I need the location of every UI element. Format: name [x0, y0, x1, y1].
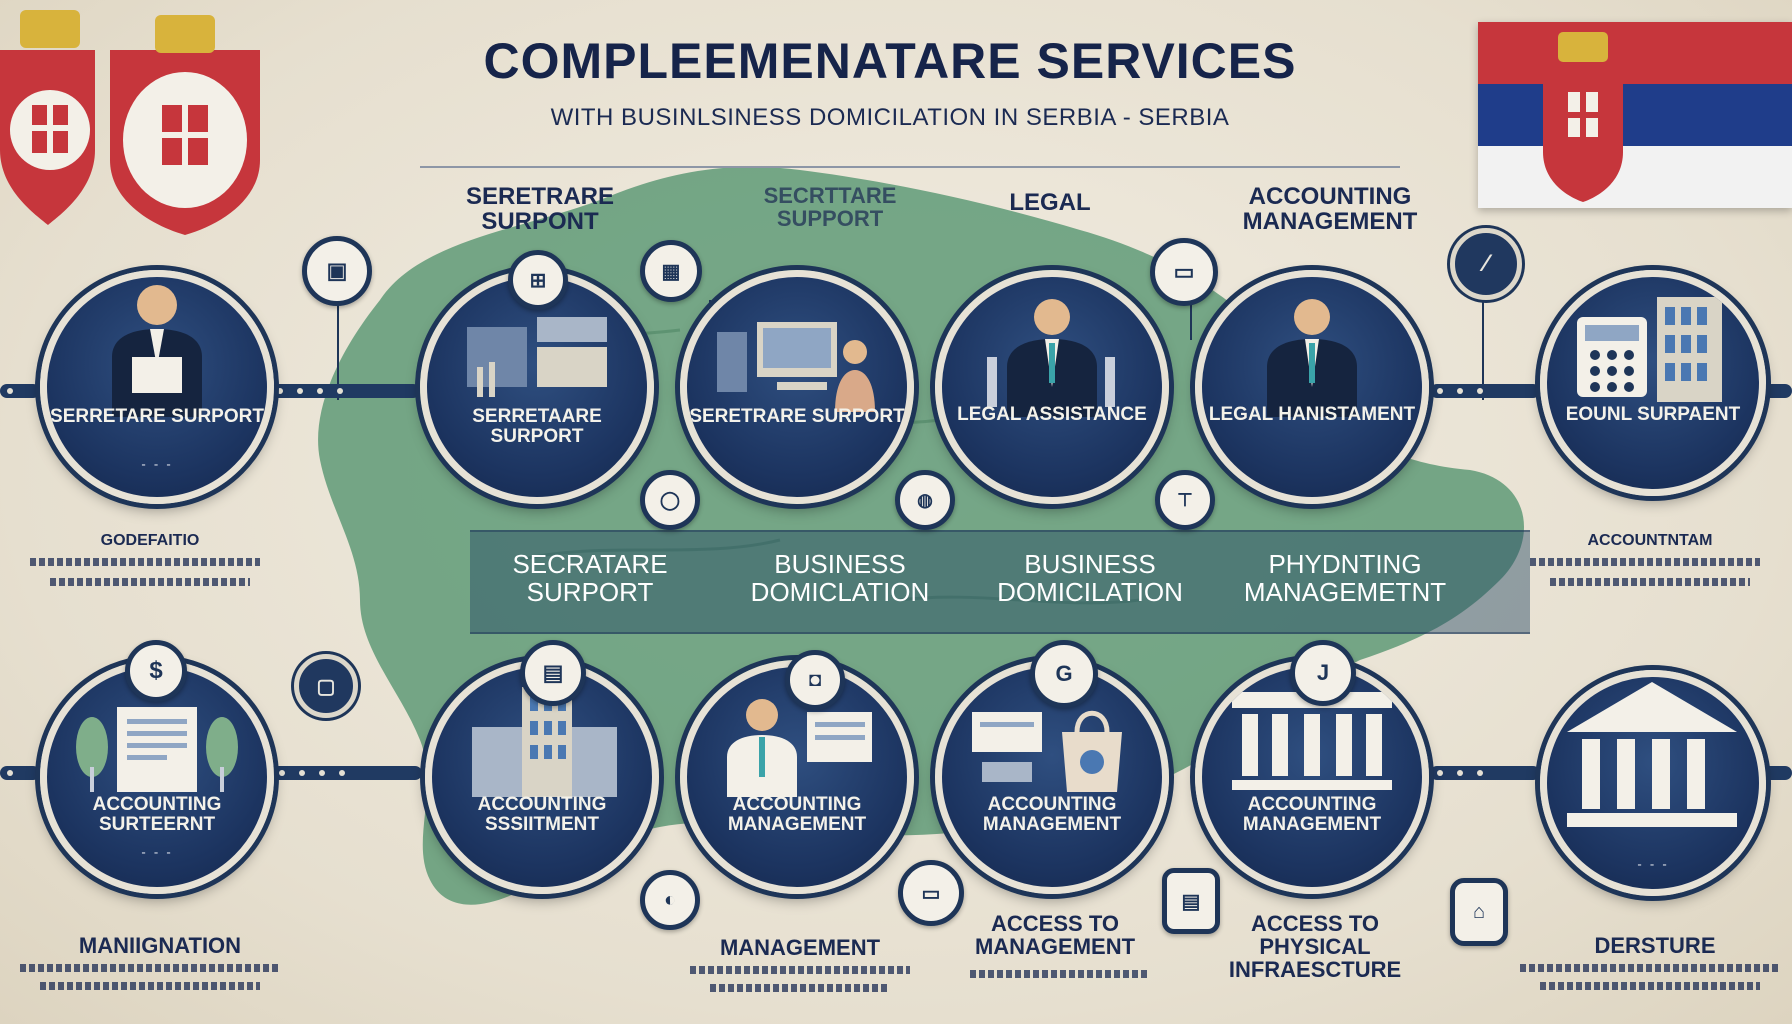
service-circle-accounting[interactable]: EOUNL SURPAENT — [1540, 270, 1766, 496]
briefcase-icon: ◘ — [785, 650, 845, 710]
padlock-icon: ⌂ — [1450, 878, 1508, 946]
top-label-secretary-2: SECRTTARE SUPPORT — [763, 183, 897, 232]
ring-icon: ◯ — [640, 470, 700, 530]
id-card-icon: J — [1290, 640, 1356, 706]
grid-icon: ▦ — [640, 240, 702, 302]
circle-label: LEGAL HANISTAMENT — [1208, 404, 1416, 425]
connector-rail — [0, 766, 40, 780]
bottom-label-access-management: ACCESS TO MANAGEMENT — [974, 911, 1136, 960]
circle-label: ACCOUNTING MANAGEMENT — [982, 794, 1122, 835]
shopping-bag-icon — [972, 710, 1122, 792]
circle-label: LEGAL ASSISTANCE — [957, 404, 1147, 425]
connector-rail — [1430, 766, 1540, 780]
pen-icon: ⁄ — [1450, 228, 1522, 300]
connector-rail — [0, 384, 40, 398]
service-circle-secretary-3[interactable]: SERETRARE SURPORT — [680, 270, 914, 504]
center-panel-secretary: SECRATARE SURPORT — [512, 549, 668, 608]
service-circle-legal[interactable]: LEGAL ASSISTANCE — [935, 270, 1169, 504]
side-note-title-right: ACCOUNTNTAM — [1587, 532, 1713, 549]
office-equipment-icon — [467, 317, 607, 397]
top-label-accounting: ACCOUNTING MANAGEMENT — [1242, 183, 1418, 236]
bottom-label-management: MANAGEMENT — [719, 935, 881, 960]
businessman-icon — [1267, 299, 1357, 417]
letter-g-icon: G — [1030, 640, 1098, 708]
bottom-label-infrastructure: DERSTURE — [1594, 933, 1716, 958]
building-badge-icon: ▤ — [520, 640, 586, 706]
presenter-icon — [727, 699, 872, 797]
circle-label: SERETRARE SURPORT — [689, 406, 905, 427]
center-panel-bar — [470, 530, 1530, 634]
chart-icon: ⊞ — [508, 250, 568, 310]
service-circle-infrastructure[interactable]: ⁃ ⁃ ⁃ — [1540, 670, 1766, 896]
circle-label: SERRETARE SURPORT — [50, 406, 264, 427]
connector-rail — [1430, 384, 1540, 398]
side-note-text-left — [30, 558, 260, 566]
leaf-icon: ◐ — [640, 870, 700, 930]
circle-label: ACCOUNTING SSSIITMENT — [477, 794, 607, 835]
document-trees-icon — [76, 707, 238, 792]
connector-rail — [272, 766, 422, 780]
serbian-coat-of-arms-icon — [0, 10, 260, 235]
dollar-icon: $ — [125, 640, 187, 702]
lock-icon: ▢ — [294, 654, 358, 718]
computer-worker-icon — [717, 322, 875, 412]
circle-label: EOUNL SURPAENT — [1565, 404, 1741, 425]
page-title: COMPLEEMENATARE SERVICES — [483, 33, 1297, 89]
center-panel-domiciliation-2: BUSINESS DOMICILATION — [997, 549, 1183, 608]
circle-label: ACCOUNTING SURTEERNT — [92, 794, 222, 835]
calculator-icon — [1577, 297, 1722, 402]
service-circle-accounting-2[interactable]: ACCOUNTING SSSIITMENT — [425, 660, 659, 894]
document-icon: ▭ — [1150, 238, 1218, 306]
serbian-flag-icon — [1478, 22, 1792, 208]
top-label-secretary: SERETRARE SURPONT — [465, 183, 615, 236]
circle-label: ACCOUNTING MANAGEMENT — [727, 794, 867, 835]
columns-building-icon — [1232, 692, 1392, 790]
wallet-icon: ▭ — [898, 860, 964, 926]
lawyer-icon — [987, 299, 1115, 417]
receipt-icon: ▤ — [1162, 868, 1220, 934]
businessman-reading-icon — [112, 285, 202, 417]
monitor-icon: ▣ — [302, 236, 372, 306]
bank-building-icon — [1567, 682, 1737, 827]
side-note-title-left: GODEFAITIO — [100, 532, 200, 549]
center-panel-printing: PHYDNTING MANAGEMETNT — [1243, 549, 1447, 608]
globe-icon: ◍ — [895, 470, 955, 530]
side-note-text-right — [1530, 558, 1760, 566]
bottom-label-management-left: MANIIGNATION — [78, 933, 242, 958]
circle-label: SERRETAARE SURPORT — [472, 406, 602, 447]
service-circle-legal-2[interactable]: LEGAL HANISTAMENT — [1195, 270, 1429, 504]
stamp-icon: ⊤ — [1155, 470, 1215, 530]
connector-rail — [270, 384, 420, 398]
title-divider — [420, 166, 1400, 168]
page-subtitle: WITH BUSINLSINESS DOMICILATION IN SERBIA… — [550, 104, 1230, 131]
top-label-legal: LEGAL — [1009, 189, 1091, 216]
circle-label: ACCOUNTING MANAGEMENT — [1242, 794, 1382, 835]
bottom-label-access-infrastructure: ACCESS TO PHYSICAL INFRAESCTURE — [1228, 911, 1402, 983]
service-circle-secretary[interactable]: SERRETARE SURPORT ⁃ ⁃ ⁃ — [40, 270, 274, 504]
center-panel-domiciliation: BUSINESS DOMICLATION — [750, 549, 930, 608]
